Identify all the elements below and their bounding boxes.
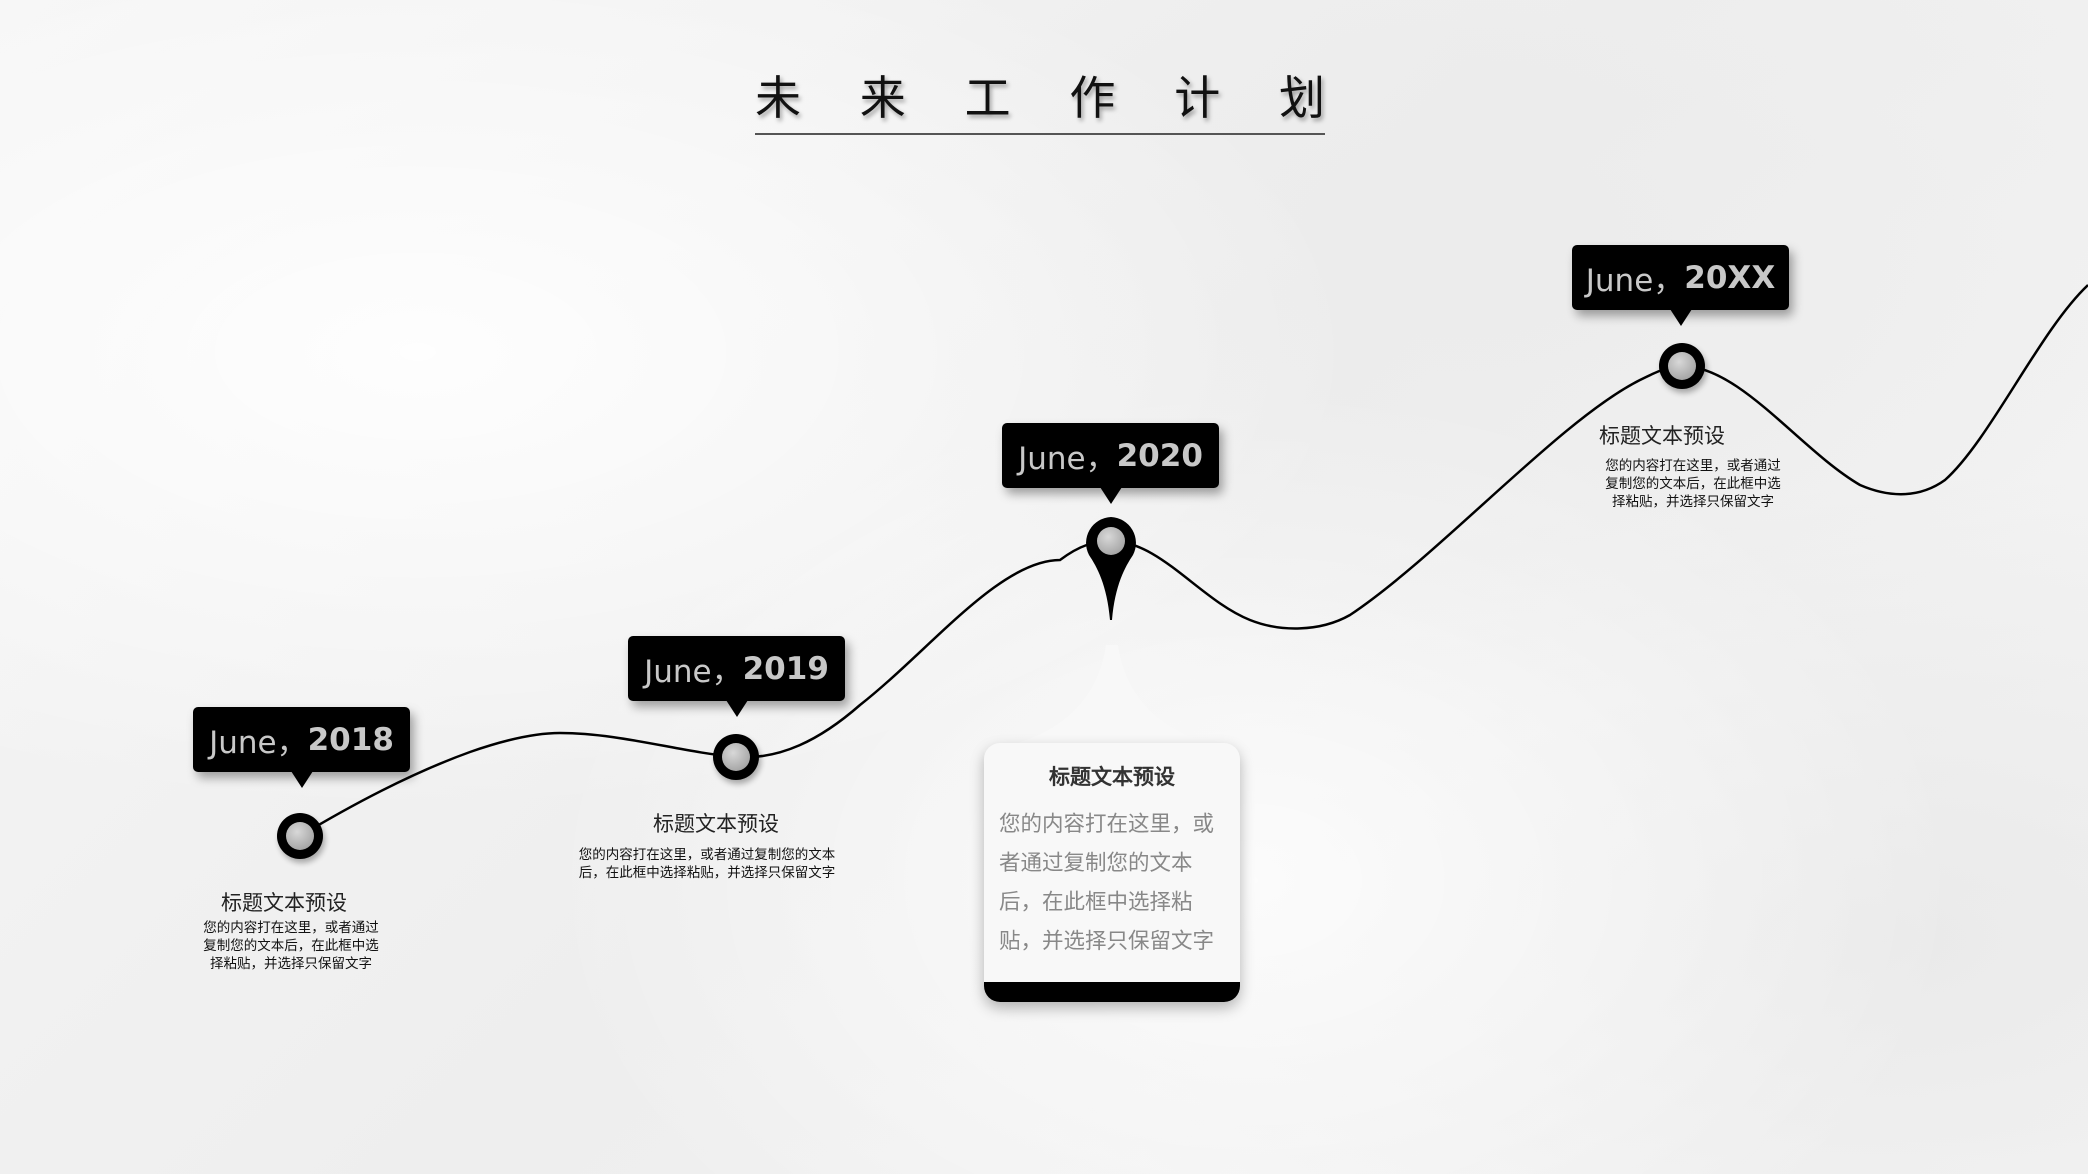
highlight-card: 标题文本预设 您的内容打在这里，或者通过复制您的文本后，在此框中选择粘贴，并选择… <box>984 645 1240 1002</box>
date-month: June， <box>209 725 308 761</box>
node-dot-icon <box>722 743 750 771</box>
date-month: June， <box>644 654 743 690</box>
title-char: 未 <box>755 71 801 125</box>
title-underline <box>755 133 1325 135</box>
title-char: 计 <box>1174 71 1221 125</box>
date-tag-2018: June，2018 <box>193 707 410 788</box>
date-tag-20xx: June，20XX <box>1572 245 1789 326</box>
node-dot-icon <box>286 822 314 850</box>
milestone-title: 标题文本预设 <box>221 891 347 915</box>
card-text: 您的内容打在这里，或者通过复制您的文本后，在此框中选择粘贴，并选择只保留文字 <box>999 812 1215 954</box>
timeline-node-2018[interactable] <box>277 813 323 859</box>
date-tag-2020: June，2020 <box>1002 423 1219 504</box>
timeline-node-2020[interactable] <box>1088 518 1134 564</box>
date-year: 20XX <box>1684 259 1776 296</box>
timeline-node-2019[interactable] <box>713 734 759 780</box>
card-bottom-bar <box>984 982 1240 1002</box>
date-tag-2019: June，2019 <box>628 636 845 717</box>
milestone-title: 标题文本预设 <box>1599 424 1725 448</box>
date-year: 2018 <box>307 721 394 758</box>
milestone-desc: 您的内容打在这里，或者通过复制您的文本后，在此框中选择粘贴，并选择只保留文字 <box>578 847 836 881</box>
title-char: 划 <box>1278 71 1325 125</box>
date-year: 2019 <box>742 650 829 687</box>
page-title: 未 来 工 作 计 划 <box>755 68 1325 128</box>
date-month: June， <box>1585 263 1685 299</box>
title-char: 工 <box>964 71 1011 125</box>
node-dot-icon <box>1668 352 1696 380</box>
node-dot-icon <box>1097 527 1125 555</box>
card-title: 标题文本预设 <box>1049 765 1175 789</box>
title-char: 作 <box>1069 71 1116 125</box>
title-char: 来 <box>859 71 906 125</box>
card-body: 标题文本预设 您的内容打在这里，或者通过复制您的文本后，在此框中选择粘贴，并选择… <box>984 743 1240 1002</box>
date-month: June， <box>1018 441 1117 477</box>
card-peak-shape <box>984 645 1240 765</box>
milestone-desc: 您的内容打在这里，或者通过复制您的文本后，在此框中选择粘贴，并选择只保留文字 <box>203 920 379 972</box>
milestone-desc: 您的内容打在这里，或者通过复制您的文本后，在此框中选择粘贴，并选择只保留文字 <box>1605 458 1781 510</box>
date-year: 2020 <box>1116 437 1203 474</box>
timeline-node-20xx[interactable] <box>1659 343 1705 389</box>
milestone-title: 标题文本预设 <box>653 812 779 836</box>
